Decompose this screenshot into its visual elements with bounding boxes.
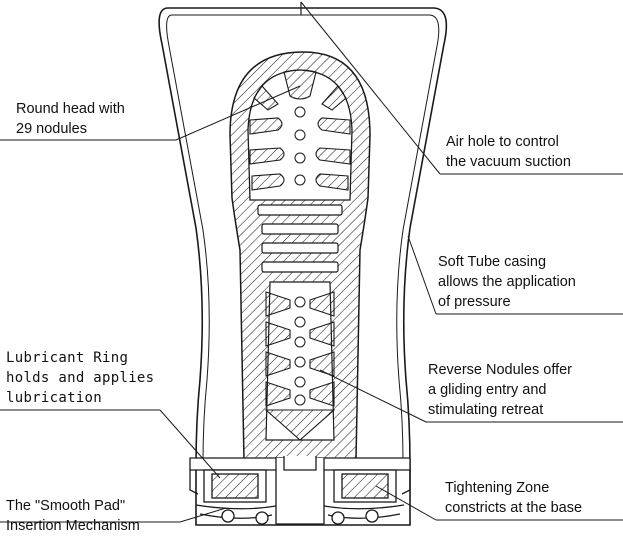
neck-rings <box>257 204 343 273</box>
label-line: of pressure <box>438 294 511 310</box>
label-line: Insertion Mechanism <box>6 518 140 534</box>
label-round-head: Round head with 29 nodules <box>16 99 125 139</box>
label-line: stimulating retreat <box>428 402 544 418</box>
label-reverse-nodules: Reverse Nodules offer a gliding entry an… <box>428 360 572 420</box>
label-lubricant-ring: Lubricant Ring holds and applies lubrica… <box>6 348 154 408</box>
label-tightening-zone: Tightening Zone constricts at the base <box>445 478 582 518</box>
base-assembly <box>189 456 411 525</box>
head-nodule-lobes <box>249 69 351 191</box>
leader-lines <box>0 1 623 523</box>
canal-nodules <box>294 296 306 406</box>
head-nodules <box>294 106 306 186</box>
label-line: 29 nodules <box>16 121 87 137</box>
label-soft-tube: Soft Tube casing allows the application … <box>438 252 576 312</box>
label-line: lubrication <box>6 390 103 406</box>
label-line: Lubricant Ring <box>6 350 129 366</box>
label-line: holds and applies <box>6 370 155 386</box>
label-line: allows the application <box>438 274 576 290</box>
label-smooth-pad: The "Smooth Pad" Insertion Mechanism <box>6 496 140 536</box>
label-line: the vacuum suction <box>446 154 571 170</box>
reverse-nodules <box>264 291 336 441</box>
label-line: Reverse Nodules offer <box>428 362 573 378</box>
label-air-hole: Air hole to control the vacuum suction <box>446 132 571 172</box>
label-line: constricts at the base <box>445 500 583 516</box>
label-line: Soft Tube casing <box>438 254 547 270</box>
label-line: a gliding entry and <box>428 382 547 398</box>
label-line: The "Smooth Pad" <box>6 498 126 514</box>
label-line: Round head with <box>16 101 125 117</box>
soft-tube-casing <box>158 7 448 526</box>
label-line: Tightening Zone <box>445 480 550 496</box>
label-line: Air hole to control <box>446 134 559 150</box>
casing-inner-wall <box>172 14 440 463</box>
